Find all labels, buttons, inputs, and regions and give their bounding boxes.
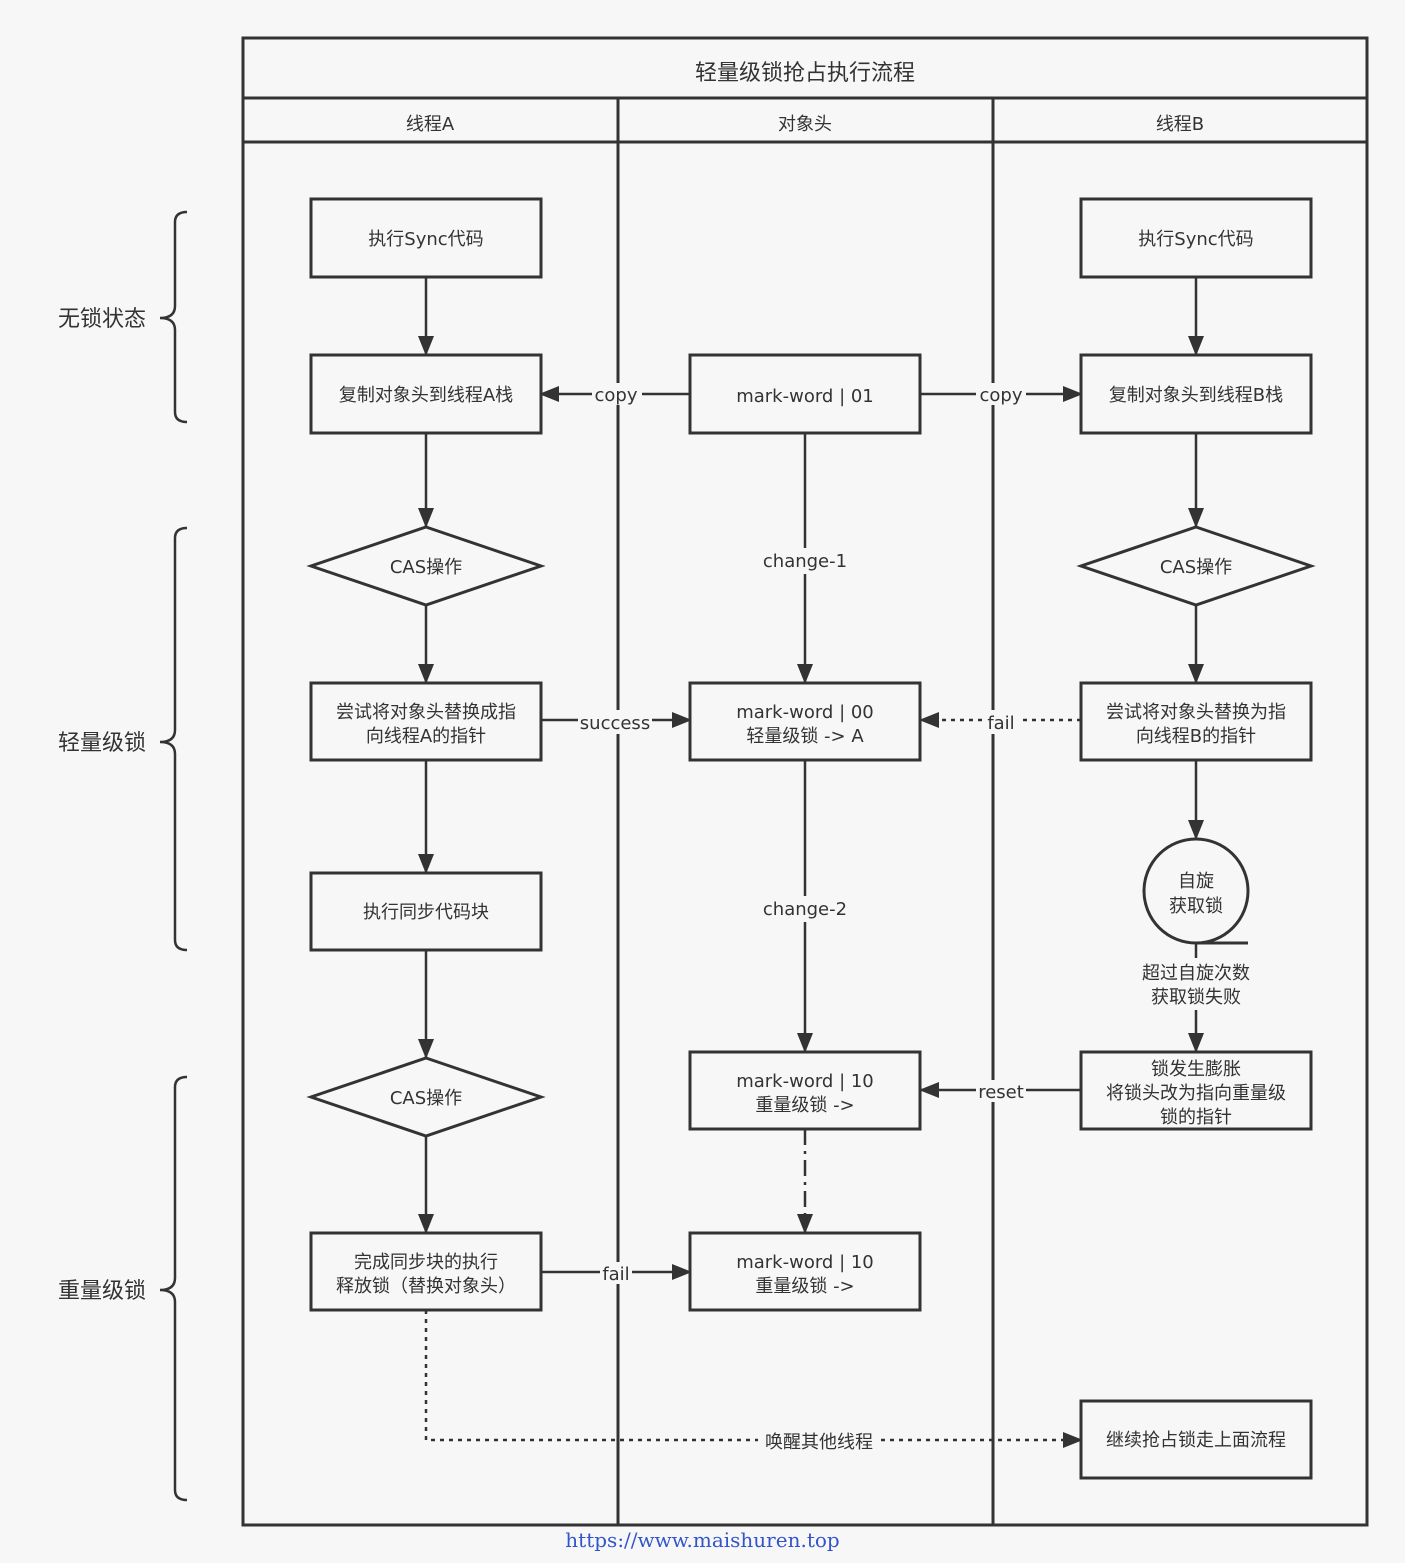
edge-label-spin-fail-line2: 获取锁失败 [1151, 987, 1241, 1008]
label-b-replace-line2: 向线程B的指针 [1136, 726, 1256, 747]
edge-label-wake: 唤醒其他线程 [765, 1432, 873, 1453]
label-b-copy-header: 复制对象头到线程B栈 [1109, 385, 1283, 406]
node-b-inflate [1079, 1050, 1313, 1131]
node-b-continue [1079, 1399, 1313, 1480]
swimlane-frame [241, 36, 1369, 1527]
label-mark-word-00-line2: 轻量级锁 -> A [746, 726, 864, 747]
node-a-release [309, 1231, 543, 1312]
edge-label-copy-b: copy [980, 385, 1023, 406]
watermark-url: https://www.maishuren.top [565, 1528, 840, 1552]
phase-label-lightweight: 轻量级锁 [58, 731, 146, 756]
label-mark-word-01: mark-word | 01 [736, 386, 874, 407]
label-a-release-line2: 释放锁（替换对象头） [336, 1276, 516, 1297]
edge-label-change-1: change-1 [763, 551, 847, 572]
label-mark-word-10b-line2: 重量级锁 -> [755, 1276, 854, 1297]
label-mark-word-10a-line1: mark-word | 10 [736, 1071, 874, 1092]
node-mark-word-01 [688, 353, 922, 435]
label-b-replace-line1: 尝试将对象头替换为指 [1106, 702, 1286, 723]
node-b-cas [1076, 525, 1316, 607]
label-b-spin-line2: 获取锁 [1169, 896, 1223, 917]
node-a-replace [309, 681, 543, 762]
phase-brace-heavyweight [159, 1075, 188, 1502]
edge-label-reset: reset [978, 1082, 1024, 1103]
label-mark-word-00-line1: mark-word | 00 [736, 702, 874, 723]
label-b-continue: 继续抢占锁走上面流程 [1106, 1430, 1286, 1451]
edge-label-success: success [580, 713, 650, 734]
node-mark-word-10-b [688, 1231, 922, 1312]
node-a-sync-block [309, 871, 543, 952]
edge-label-fail-a: fail [602, 1264, 629, 1285]
label-b-exec-sync: 执行Sync代码 [1138, 229, 1253, 250]
phase-label-heavyweight: 重量级锁 [58, 1279, 146, 1304]
label-a-release-line1: 完成同步块的执行 [354, 1252, 498, 1273]
label-b-inflate-line2: 将锁头改为指向重量级 [1106, 1083, 1286, 1104]
node-b-copy-header [1079, 353, 1313, 435]
label-mark-word-10a-line2: 重量级锁 -> [755, 1095, 854, 1116]
label-b-inflate-line1: 锁发生膨胀 [1151, 1059, 1241, 1080]
lane-header-thread-b: 线程B [1156, 114, 1204, 135]
lane-header-thread-a: 线程A [406, 114, 455, 135]
edge-label-fail-b: fail [987, 713, 1014, 734]
label-a-cas-1: CAS操作 [390, 557, 462, 578]
label-b-cas: CAS操作 [1160, 557, 1232, 578]
edge-label-change-2: change-2 [763, 899, 847, 920]
label-a-replace-line2: 向线程A的指针 [366, 726, 486, 747]
label-mark-word-10b-line1: mark-word | 10 [736, 1252, 874, 1273]
label-a-replace-line1: 尝试将对象头替换成指 [336, 702, 516, 723]
label-b-inflate-line3: 锁的指针 [1160, 1107, 1232, 1128]
label-a-cas-2: CAS操作 [390, 1088, 462, 1109]
label-a-sync-block: 执行同步代码块 [363, 902, 489, 923]
edge-label-copy-a: copy [595, 385, 638, 406]
node-b-exec-sync [1079, 197, 1313, 279]
phase-brace-lightweight [159, 526, 188, 952]
diagram-title: 轻量级锁抢占执行流程 [695, 61, 915, 86]
label-a-exec-sync: 执行Sync代码 [368, 229, 483, 250]
label-b-spin-line1: 自旋 [1178, 871, 1214, 892]
label-a-copy-header: 复制对象头到线程A栈 [339, 385, 513, 406]
node-mark-word-10-a [688, 1050, 922, 1131]
node-b-replace [1079, 681, 1313, 762]
phase-label-unlocked: 无锁状态 [58, 307, 146, 332]
lane-header-object-header: 对象头 [778, 114, 832, 135]
node-a-copy-header [309, 353, 543, 435]
phase-brace-unlocked [159, 210, 188, 424]
node-mark-word-00 [688, 681, 922, 762]
edge-wake-others [424, 1310, 1083, 1448]
node-a-cas-1 [306, 525, 546, 607]
node-a-exec-sync [309, 197, 543, 279]
node-a-cas-2 [306, 1056, 546, 1138]
edge-label-spin-fail-line1: 超过自旋次数 [1142, 963, 1250, 984]
